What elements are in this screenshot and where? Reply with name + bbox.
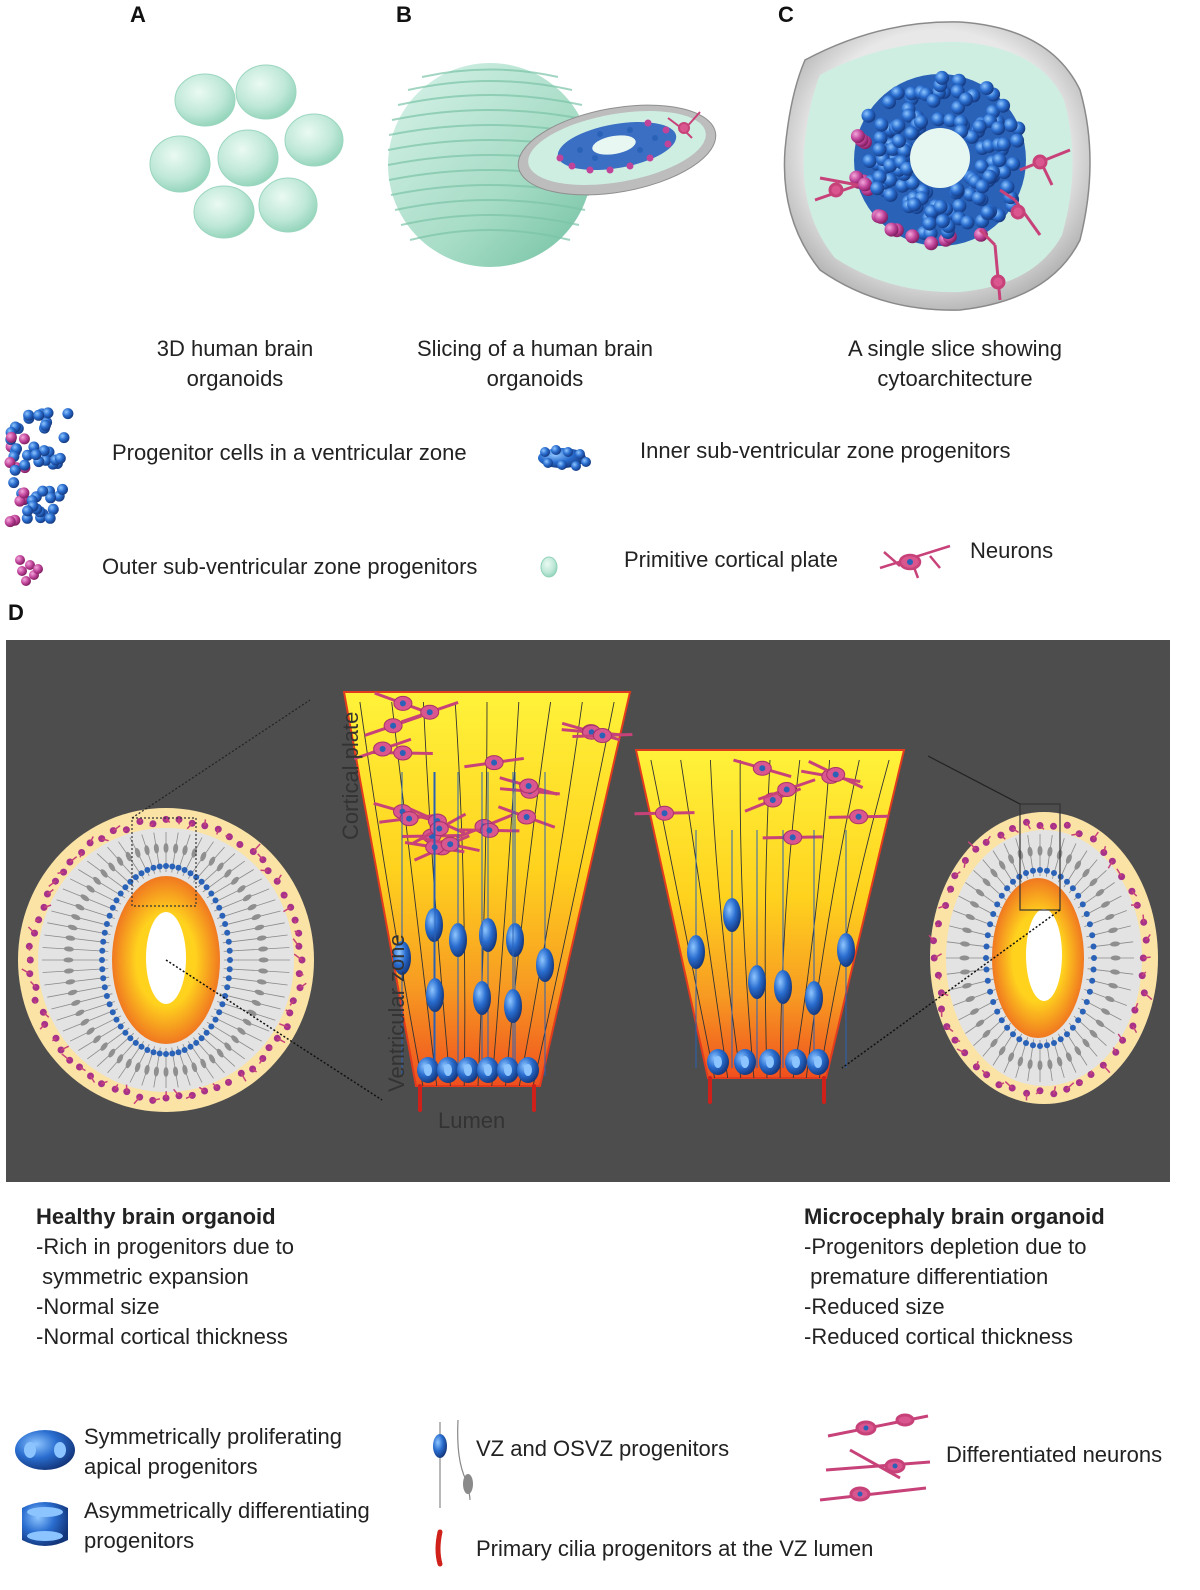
legend-inner-svz-icon [538, 445, 591, 471]
microcephaly-organoid-section [841, 755, 1158, 1104]
healthy-line: -Normal size [36, 1294, 160, 1319]
legend-cortical-plate: Primitive cortical plate [624, 547, 838, 572]
legend-symmetric: Symmetrically proliferating apical proge… [84, 1422, 342, 1482]
legend-progenitor-vz: Progenitor cells in a ventricular zone [112, 440, 467, 465]
legend-inner-svz: Inner sub-ventricular zone progenitors [640, 438, 1011, 463]
legend-outer-svz-icon [15, 555, 43, 586]
healthy-description: Healthy brain organoid -Rich in progenit… [36, 1202, 294, 1352]
healthy-zoom-box [131, 817, 197, 907]
panel-letter-b: B [396, 2, 412, 27]
microcephaly-description: Microcephaly brain organoid -Progenitors… [804, 1202, 1105, 1352]
panel-c-slice [783, 21, 1091, 311]
primary-cilia-icon [435, 1529, 443, 1567]
healthy-outer-neurons [21, 815, 307, 1105]
cortical-plate-label: Cortical plate [338, 712, 363, 840]
legend-outer-svz: Outer sub-ventricular zone progenitors [102, 554, 478, 579]
panel-b-sliced-sphere [387, 63, 717, 267]
caption-b-line1: Slicing of a human brain [416, 336, 654, 361]
vz-osvz-progenitor-icon [433, 1419, 473, 1508]
micro-radial-fibers [946, 834, 1134, 1082]
legend-asymmetric-line2: progenitors [84, 1528, 195, 1553]
panel-letter-d: D [8, 600, 24, 625]
caption-a-line2: organoids [186, 366, 284, 391]
caption-c-line1: A single slice showing [847, 336, 1062, 361]
caption-c-line2: cytoarchitecture [877, 366, 1033, 391]
legend-neuron-icon [879, 544, 951, 579]
symmetric-progenitor-icon [15, 1430, 75, 1470]
microcephaly-line: -Reduced size [804, 1294, 945, 1319]
microcephaly-cortex-trapezoid [634, 749, 906, 1104]
microcephaly-line: -Progenitors depletion due to [804, 1234, 1087, 1259]
caption-a-line1: 3D human brain [156, 336, 314, 361]
caption-b: Slicing of a human brain organoids [390, 334, 680, 394]
microcephaly-line: -Reduced cortical thickness [804, 1324, 1074, 1349]
asymmetric-progenitor-icon [22, 1502, 68, 1546]
legend-vz-osvz: VZ and OSVZ progenitors [476, 1436, 730, 1461]
legend-cortical-plate-icon [540, 556, 558, 578]
legend-asymmetric: Asymmetrically differentiating progenito… [84, 1496, 370, 1556]
healthy-organoid-section [18, 699, 383, 1112]
ventricular-zone-label: Ventricular zone [384, 934, 409, 1092]
healthy-line: -Rich in progenitors due to [36, 1234, 295, 1259]
panel-letter-a: A [130, 2, 146, 27]
legend-neurons: Neurons [970, 538, 1054, 563]
legend-vz-cluster-icon [4, 407, 74, 528]
panel-a-organoids [149, 64, 344, 239]
micro-outer-neurons [928, 818, 1153, 1101]
caption-a: 3D human brain organoids [120, 334, 350, 394]
legend-differentiated-neurons: Differentiated neurons [946, 1442, 1163, 1467]
legend-cilia: Primary cilia progenitors at the VZ lume… [476, 1536, 874, 1561]
legend-symmetric-line2: apical progenitors [84, 1454, 258, 1479]
healthy-line: -Normal cortical thickness [36, 1324, 288, 1349]
lumen-label: Lumen [438, 1108, 505, 1133]
caption-b-line2: organoids [486, 366, 584, 391]
panel-c-neurons [814, 148, 1071, 301]
legend-symmetric-line1: Symmetrically proliferating [84, 1424, 342, 1449]
healthy-line: symmetric expansion [36, 1264, 249, 1289]
healthy-cortex-trapezoid [342, 691, 633, 1112]
panel-c-progenitor-cells [849, 70, 1026, 251]
micro-zoom-box [1019, 803, 1061, 911]
caption-c: A single slice showing cytoarchitecture [820, 334, 1090, 394]
healthy-title: Healthy brain organoid [36, 1204, 276, 1229]
microcephaly-line: premature differentiation [804, 1264, 1049, 1289]
differentiated-neurons-icon [819, 1413, 931, 1502]
panel-letter-c: C [778, 2, 794, 27]
microcephaly-title: Microcephaly brain organoid [804, 1204, 1105, 1229]
legend-asymmetric-line1: Asymmetrically differentiating [84, 1498, 370, 1523]
